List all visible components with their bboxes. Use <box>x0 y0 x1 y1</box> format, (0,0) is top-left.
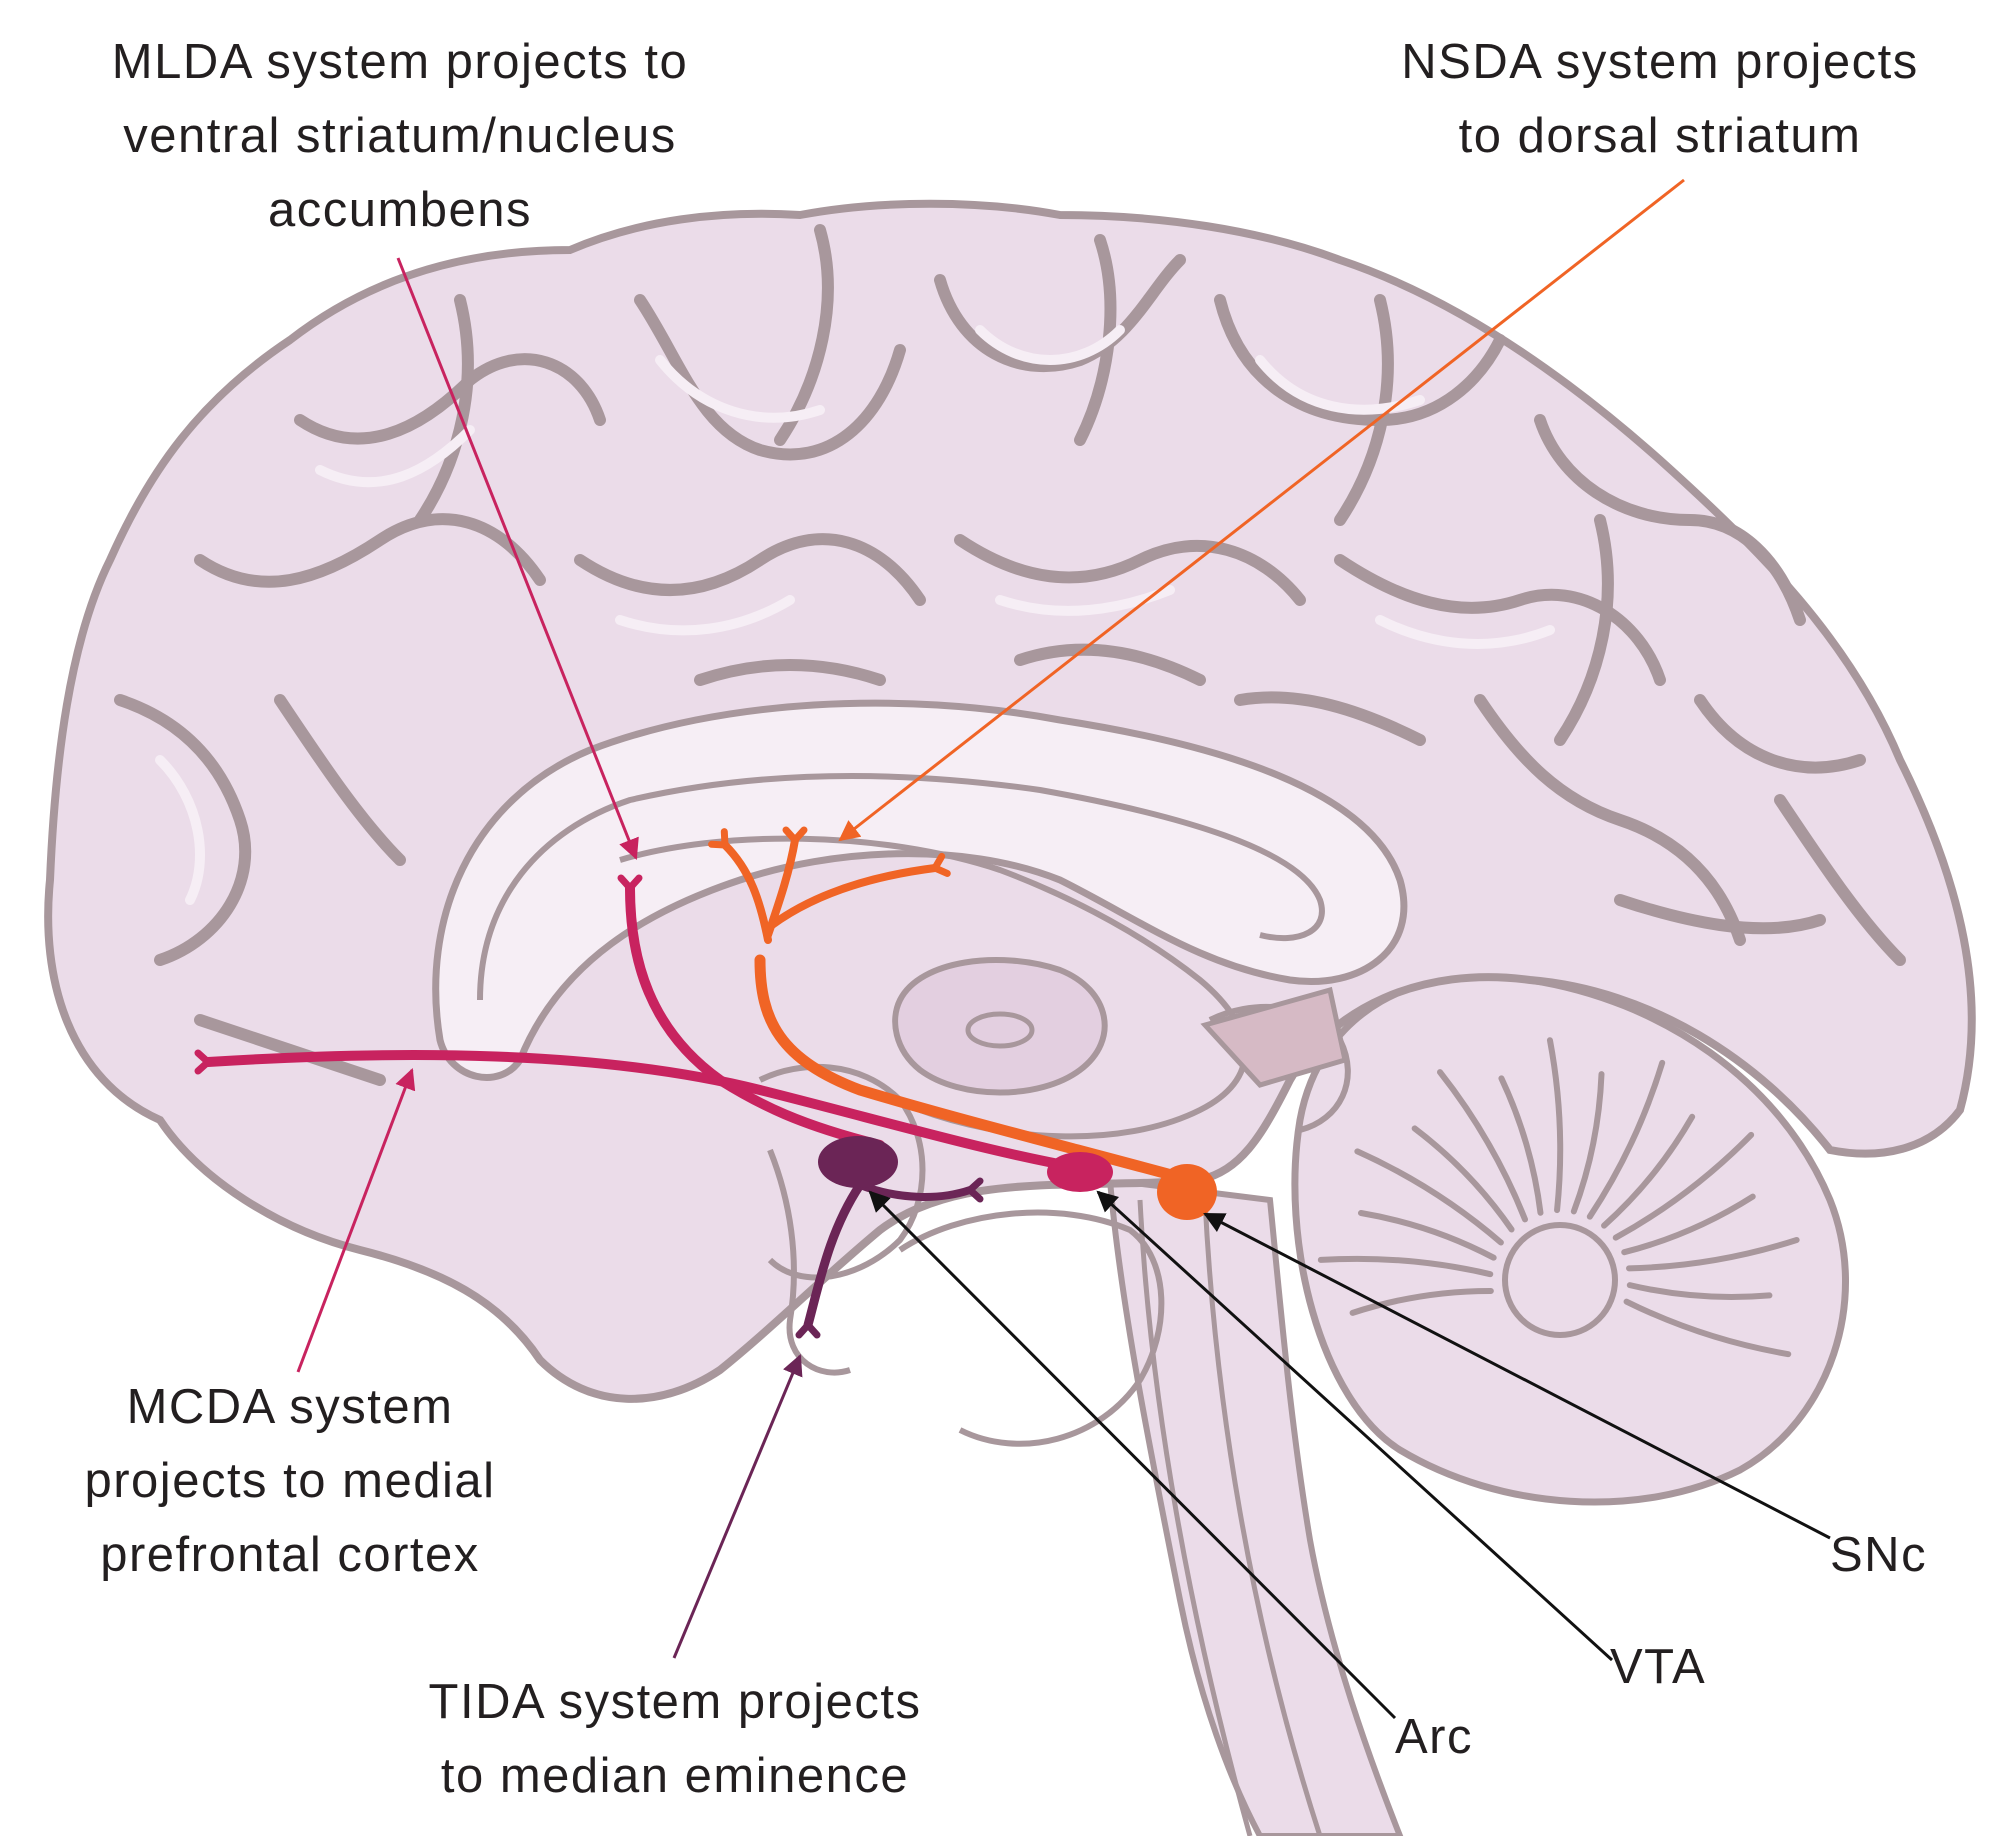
thalamus <box>892 957 1108 1096</box>
sulcus <box>694 659 886 686</box>
sulcus <box>1774 794 1906 966</box>
gyrus-highlight <box>155 755 205 905</box>
mlda-pathway <box>625 883 885 1150</box>
tida-terminal <box>795 1321 821 1339</box>
tida-pathway <box>803 1180 865 1330</box>
cerebellum-folium <box>1570 1071 1605 1215</box>
nsda-label: NSDA system projects to dorsal striatum <box>1401 35 1919 163</box>
gyrus-highlight <box>655 355 825 423</box>
terminal-fork <box>966 1177 984 1203</box>
pineal-region <box>1200 986 1348 1088</box>
nsda-terminal <box>782 826 808 844</box>
corpus-callosum <box>432 699 1408 1081</box>
cerebellum-folium <box>1626 1236 1800 1272</box>
mcda-pointer <box>296 1068 416 1373</box>
sulcus <box>1234 691 1426 746</box>
cerebellum-folium <box>1601 1113 1696 1229</box>
interthalamic-adhesion <box>965 1011 1035 1049</box>
terminal-fork <box>708 828 729 849</box>
corpus-callosum-inner <box>477 773 1325 1001</box>
snc-pointer <box>1203 1212 1831 1540</box>
mlda-terminal <box>617 874 643 892</box>
sulcus <box>194 1014 386 1086</box>
sulcus <box>1614 894 1826 935</box>
pons <box>898 1209 1165 1447</box>
arc-nucleus <box>818 1136 898 1188</box>
cerebellum-folium <box>1349 1287 1494 1316</box>
gyri-pattern <box>114 224 1906 1086</box>
cerebellum-core <box>1502 1222 1618 1338</box>
vta-pointer <box>1096 1190 1614 1662</box>
nsda-pointer <box>838 178 1685 842</box>
terminal-fork <box>617 874 643 892</box>
cerebellum-folium <box>1546 1037 1564 1214</box>
tida-branch <box>856 1181 974 1201</box>
cerebellum-folium <box>1437 1069 1528 1223</box>
gyrus-highlight <box>615 595 795 636</box>
snc-nucleus <box>1157 1164 1217 1220</box>
cerebellum-folium <box>1612 1131 1755 1241</box>
sulcus <box>1554 514 1614 746</box>
sulcus <box>954 534 1306 606</box>
mlda-pointer <box>396 257 639 860</box>
nsda-branch <box>768 864 939 929</box>
mcda-terminal <box>194 1049 212 1075</box>
sulcus <box>634 294 906 461</box>
pointer-lines <box>296 178 1831 1720</box>
terminal-fork <box>795 1321 821 1339</box>
nuclei <box>818 1136 1217 1220</box>
cerebellum-folium <box>1626 1282 1773 1300</box>
tida-label: TIDA system projects to median eminence <box>428 1675 922 1803</box>
brainstem <box>1106 1176 1404 1836</box>
fornix <box>619 835 1248 1140</box>
sulcus <box>1014 643 1206 686</box>
sulcus <box>1214 294 1506 426</box>
tida-pointer <box>672 1354 803 1659</box>
brainstem-line <box>1137 1199 1253 1836</box>
mlda-label: MLDA system projects to ventral striatum… <box>111 35 689 237</box>
sulcus <box>194 513 546 588</box>
cerebellum-folium <box>1317 1255 1494 1278</box>
sulcus <box>1694 694 1866 774</box>
cerebellum-folium <box>1621 1193 1756 1256</box>
snc-label: SNc <box>1830 1528 1928 1582</box>
nsda-terminal <box>931 852 951 877</box>
mcda-label: MCDA system projects to medial prefronta… <box>84 1380 496 1582</box>
sulcus <box>1534 414 1806 626</box>
brainstem-line <box>1202 1199 1323 1836</box>
nsda-terminal <box>708 828 729 849</box>
arc-pointer <box>868 1190 1397 1720</box>
sulcus <box>1474 694 1746 946</box>
dopamine-pathways <box>194 826 1196 1339</box>
sulcus <box>114 694 252 966</box>
cerebellum-folium <box>1354 1148 1504 1246</box>
cerebellum-folium <box>1357 1210 1497 1261</box>
terminal-fork <box>194 1049 212 1075</box>
gyrus-highlight <box>975 325 1125 365</box>
hypothalamus-region <box>758 1063 926 1281</box>
sulcus <box>574 533 926 606</box>
tida-terminal <box>966 1177 984 1203</box>
terminal-fork <box>782 826 808 844</box>
nsda-branch <box>721 841 772 944</box>
sulcus <box>274 694 406 866</box>
gyrus-highlight <box>1255 355 1425 415</box>
sulcus <box>1334 554 1666 686</box>
cerebellum-folium <box>1623 1298 1792 1358</box>
vta-label: VTA <box>1610 1640 1707 1694</box>
gyrus-highlight <box>315 425 475 488</box>
cerebellum-folium <box>1411 1125 1515 1233</box>
pituitary-stalk <box>767 1148 851 1376</box>
cerebellum-folium <box>1498 1075 1544 1216</box>
vta-nucleus <box>1047 1152 1113 1192</box>
arc-label: Arc <box>1395 1710 1473 1764</box>
gyrus-highlight <box>1375 615 1555 649</box>
terminal-fork <box>931 852 951 877</box>
cerebellum-folium <box>1586 1059 1666 1220</box>
